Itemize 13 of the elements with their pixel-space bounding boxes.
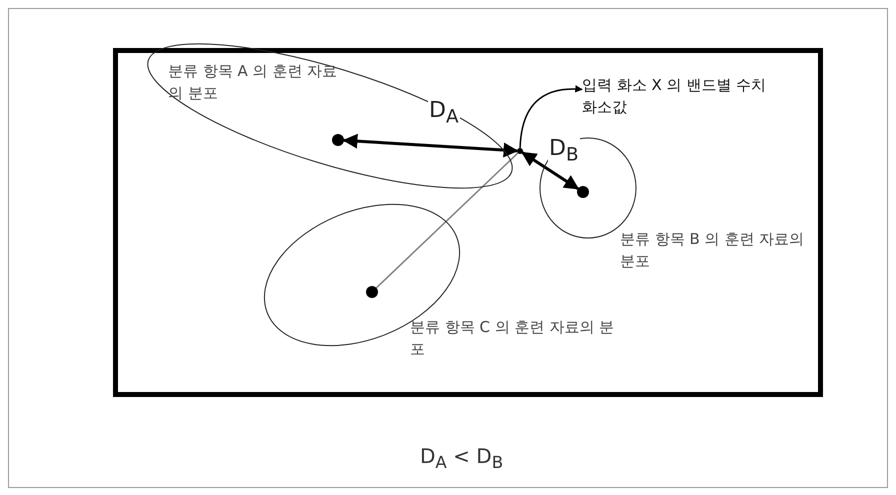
connector-line [376, 152, 518, 288]
mean-point [332, 134, 344, 146]
mean-point [577, 186, 589, 198]
double-arrow [342, 134, 518, 158]
ellipse-label: 분류 항목 A 의 훈련 자료의 분포 [168, 61, 338, 104]
double-arrow [521, 151, 580, 190]
ellipse-label: 분류 항목 B 의 훈련 자료의 분포 [620, 229, 805, 272]
mean-point [366, 286, 378, 298]
pixel-point [517, 148, 523, 154]
ellipse-label: 분류 항목 C 의 훈련 자료의 분포 [410, 317, 616, 360]
arrow [519, 85, 583, 148]
formula-label: D$_{A}$ < D$_{B}$ [420, 444, 504, 472]
pixel-label: 입력 화소 X 의 밴드별 수치 화소값 [582, 75, 768, 118]
